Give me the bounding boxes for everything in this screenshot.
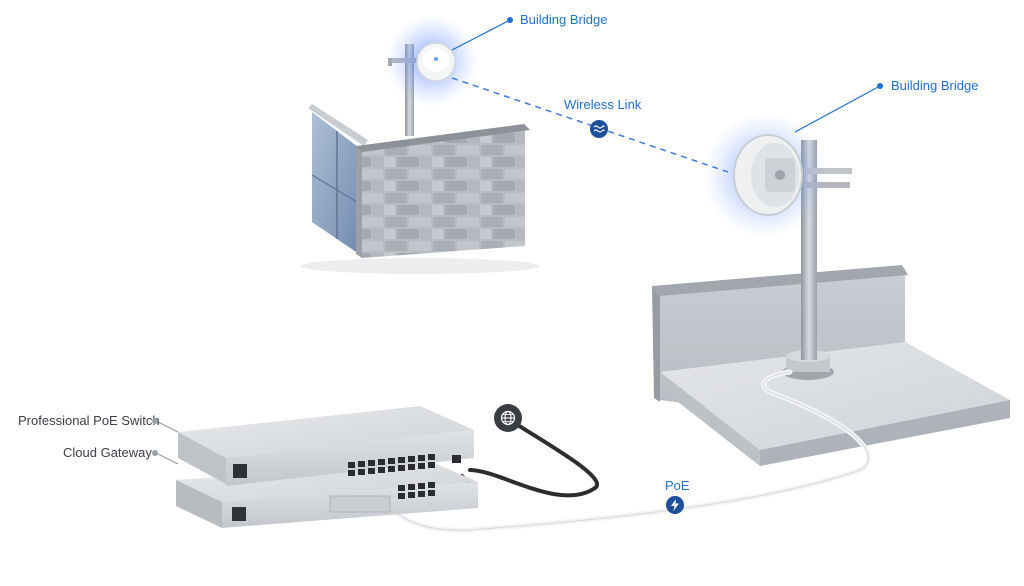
right-building-bridge-antenna: [733, 134, 803, 216]
lightning-bolt-icon: [666, 496, 684, 514]
leader-cloud-gateway: [155, 452, 179, 465]
globe-icon: [494, 404, 522, 432]
building-bridge-right-label: Building Bridge: [891, 78, 979, 93]
cloud-gateway-device: [176, 462, 478, 528]
building-bridge-top-dot: [507, 17, 513, 23]
left-building-brick-wall: [362, 128, 525, 258]
wireless-wave-icon: [590, 120, 608, 138]
left-building-bridge-antenna: [416, 42, 456, 82]
professional-poe-switch-label: Professional PoE Switch: [18, 413, 160, 428]
right-roof-block: [652, 265, 1010, 466]
leader-building-bridge-right: [794, 85, 881, 133]
poe-label: PoE: [665, 478, 690, 493]
building-bridge-top-label: Building Bridge: [520, 12, 608, 27]
cloud-gateway-dot: [152, 450, 158, 456]
cloud-gateway-label: Cloud Gateway: [63, 445, 152, 460]
internet-cable: [468, 418, 600, 498]
poe-switch-device: [178, 406, 474, 486]
leader-poe-switch: [155, 420, 179, 433]
left-building: [300, 104, 540, 274]
leader-building-bridge-top: [451, 19, 511, 51]
professional-poe-switch-dot: [152, 418, 158, 424]
wireless-link-label: Wireless Link: [564, 97, 642, 112]
building-bridge-right-dot: [877, 83, 883, 89]
